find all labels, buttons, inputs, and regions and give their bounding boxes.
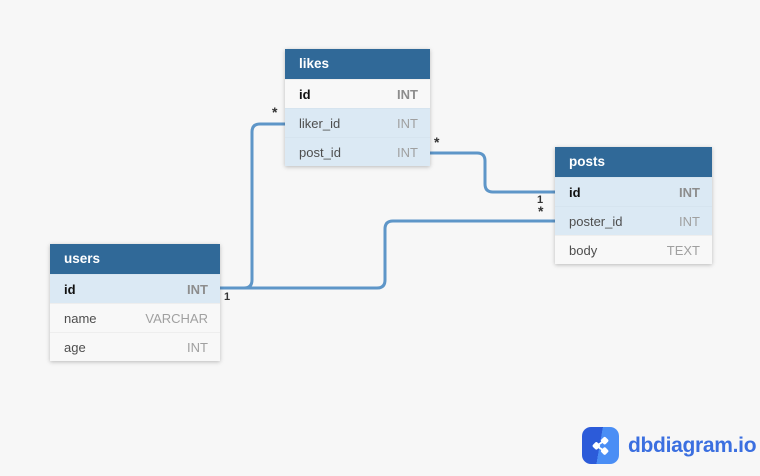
cardinality-label: *: [434, 134, 440, 150]
field-row-likes-post_id[interactable]: post_id INT: [285, 137, 430, 166]
field-name: liker_id: [299, 115, 341, 131]
field-name: post_id: [299, 144, 341, 160]
relationship-users.id-likes.liker_id[interactable]: [218, 122, 287, 290]
cardinality-label: *: [538, 203, 544, 219]
field-row-users-age[interactable]: age INT: [50, 332, 220, 361]
field-row-likes-id[interactable]: id INT: [285, 79, 430, 108]
dbdiagram-logo-text: dbdiagram.io: [628, 433, 757, 457]
dbdiagram-share-icon: [582, 427, 619, 464]
table-header-posts[interactable]: posts: [555, 147, 712, 177]
field-row-users-name[interactable]: name VARCHAR: [50, 303, 220, 332]
relationship-likes.post_id-posts.id[interactable]: [428, 151, 557, 194]
cardinality-label: 1: [224, 291, 231, 303]
field-type: INT: [679, 184, 700, 200]
field-row-likes-liker_id[interactable]: liker_id INT: [285, 108, 430, 137]
cardinality-label: *: [272, 104, 278, 120]
field-row-users-id[interactable]: id INT: [50, 274, 220, 303]
field-type: INT: [679, 213, 700, 229]
field-name: poster_id: [569, 213, 623, 229]
table-header-users[interactable]: users: [50, 244, 220, 274]
field-type: VARCHAR: [145, 310, 208, 326]
table-header-likes[interactable]: likes: [285, 49, 430, 79]
field-type: INT: [397, 115, 418, 131]
dbdiagram-logo-link[interactable]: dbdiagram.io: [582, 427, 757, 464]
relationship-users.id-posts.poster_id[interactable]: [218, 219, 557, 290]
field-type: TEXT: [666, 242, 700, 258]
field-name: age: [64, 339, 86, 355]
field-name: id: [299, 86, 311, 102]
field-row-posts-body[interactable]: body TEXT: [555, 235, 712, 264]
field-type: INT: [397, 144, 418, 160]
cardinality-label: 1: [537, 194, 544, 206]
field-type: INT: [187, 281, 208, 297]
field-name: id: [64, 281, 76, 297]
field-type: INT: [397, 86, 418, 102]
field-row-posts-poster_id[interactable]: poster_id INT: [555, 206, 712, 235]
field-name: body: [569, 242, 598, 258]
field-type: INT: [187, 339, 208, 355]
field-row-posts-id[interactable]: id INT: [555, 177, 712, 206]
field-name: name: [64, 310, 97, 326]
field-name: id: [569, 184, 581, 200]
